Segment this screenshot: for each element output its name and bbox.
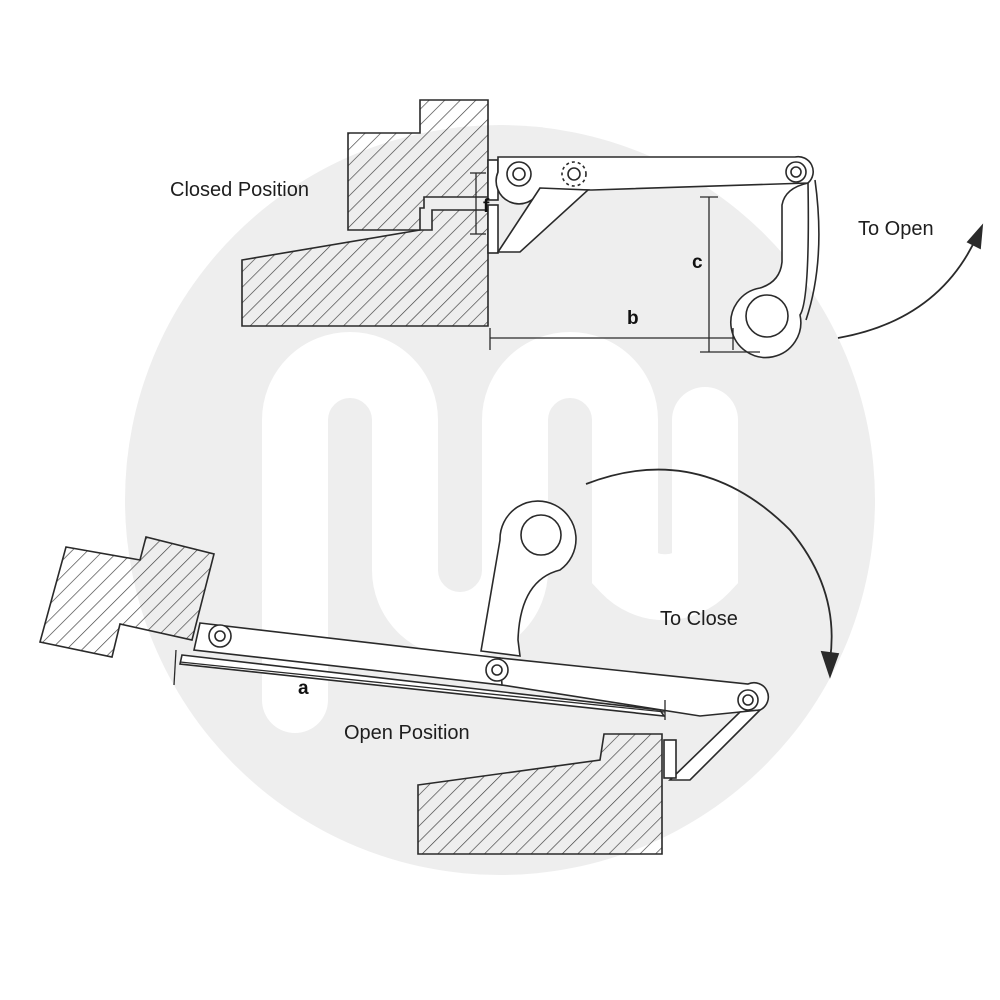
dimension-b-label: b <box>627 308 639 329</box>
closed-position-label: Closed Position <box>170 179 309 201</box>
closed-window-frame <box>241 209 489 327</box>
to-close-label: To Close <box>660 608 738 630</box>
closed-dimension-lines <box>470 172 760 353</box>
dimension-a-label: a <box>298 678 309 699</box>
open-pivot-pins <box>208 514 759 711</box>
dimension-c-label: c <box>692 252 703 273</box>
to-open-label: To Open <box>858 218 934 240</box>
closed-window-sash <box>347 99 489 231</box>
open-window-sash <box>39 536 215 658</box>
dimension-f-label: f <box>483 196 490 217</box>
open-dimension-line <box>173 649 666 720</box>
open-position-label: Open Position <box>344 722 470 744</box>
to-open-arrow <box>837 223 984 339</box>
open-window-frame <box>417 733 663 855</box>
closed-pivot-pins <box>506 161 807 338</box>
to-close-arrow <box>585 468 840 679</box>
